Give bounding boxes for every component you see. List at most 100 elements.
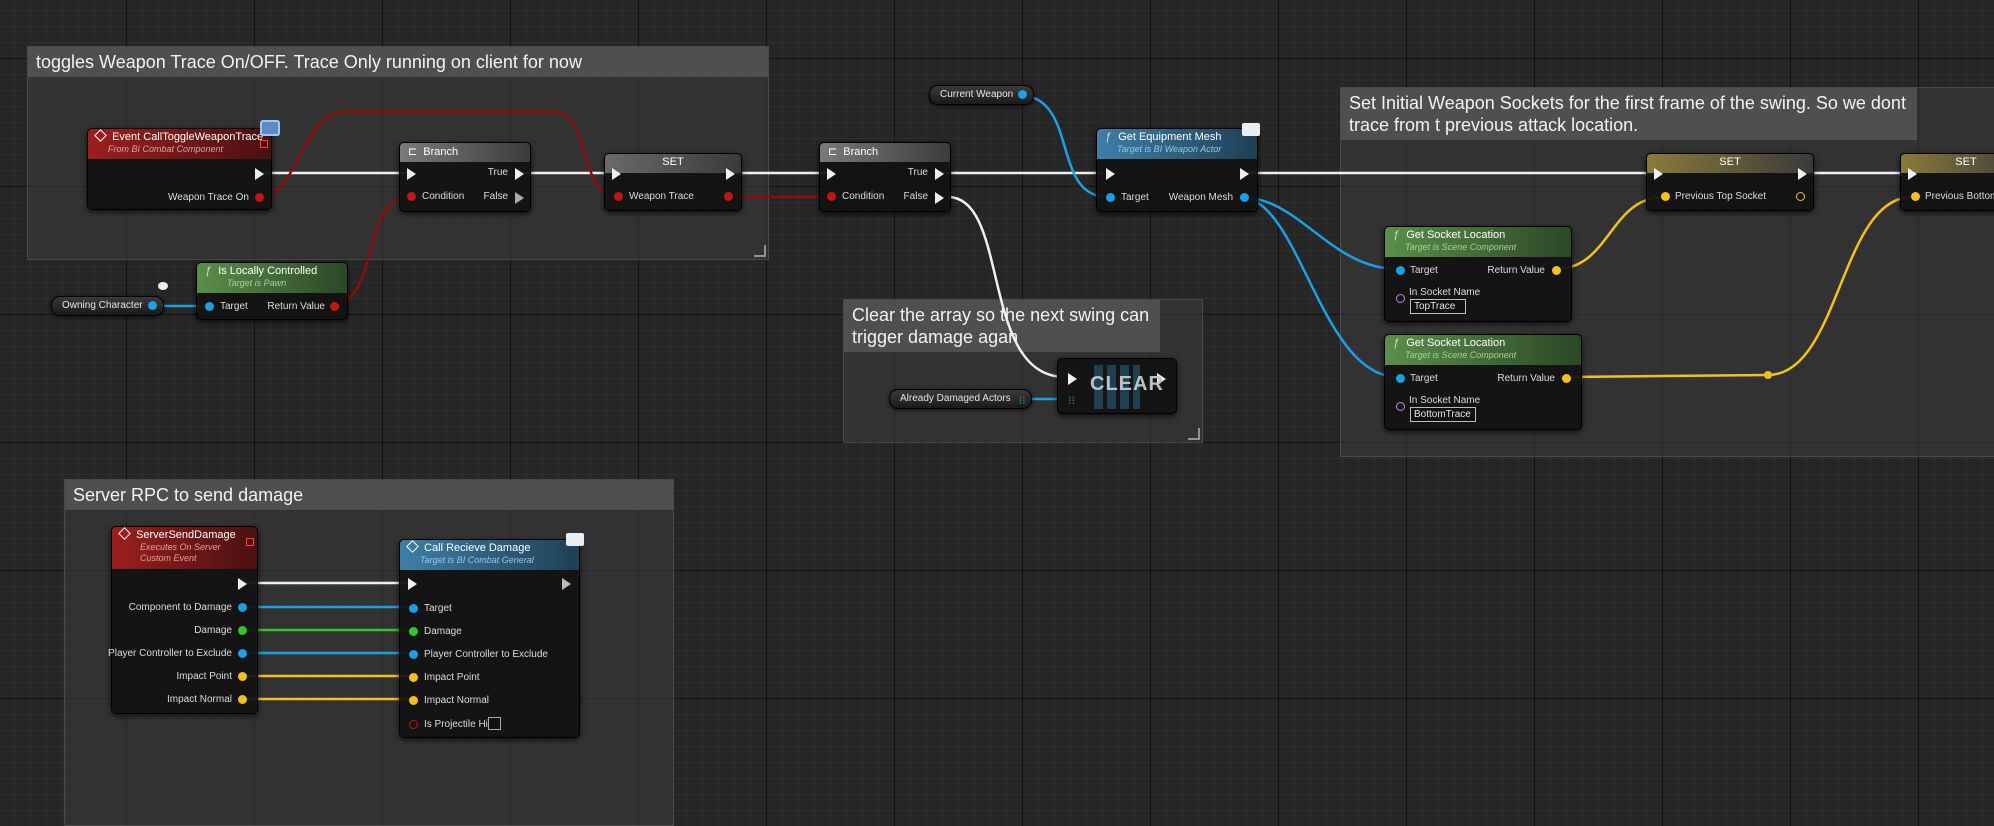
exec-in-pin[interactable] bbox=[408, 578, 417, 590]
node-header: Call Recieve Damage Target is BI Combat … bbox=[400, 540, 579, 570]
bool-in-pin[interactable] bbox=[409, 720, 418, 729]
comment-title: toggles Weapon Trace On/OFF. Trace Only … bbox=[28, 47, 768, 77]
node-title: Is Locally Controlled bbox=[218, 265, 318, 277]
pin-label: Damage bbox=[194, 625, 232, 636]
branch-node-2[interactable]: ⊏ Branch True Condition False bbox=[819, 142, 951, 212]
socket-name-field[interactable]: BottomTrace bbox=[1410, 407, 1476, 422]
node-subtitle: Target is Scene Component bbox=[1405, 350, 1517, 360]
vector-in-pin[interactable] bbox=[409, 673, 418, 682]
exec-in-pin[interactable] bbox=[1908, 168, 1917, 180]
exec-true-pin[interactable] bbox=[515, 168, 524, 180]
is-projectile-hit-checkbox[interactable] bbox=[488, 717, 501, 730]
name-in-pin[interactable] bbox=[1396, 294, 1405, 303]
exec-in-pin[interactable] bbox=[1068, 373, 1077, 385]
vector-in-pin[interactable] bbox=[1911, 192, 1920, 201]
array-in-pin[interactable]: ⁝⁝ bbox=[1068, 395, 1075, 407]
exec-false-pin[interactable] bbox=[515, 192, 524, 204]
comment-clear-array[interactable]: Clear the array so the next swing can tr… bbox=[843, 299, 1203, 443]
bool-out-pin[interactable] bbox=[255, 193, 264, 202]
set-previous-top-socket-node[interactable]: SET Previous Top Socket bbox=[1646, 153, 1814, 211]
bool-out-pin[interactable] bbox=[724, 192, 733, 201]
owning-character-getter[interactable]: Owning Character bbox=[51, 296, 164, 316]
node-header: Event CallToggleWeaponTrace From BI Comb… bbox=[88, 129, 271, 159]
node-title: Call Recieve Damage bbox=[424, 542, 531, 554]
delegate-pin-icon[interactable] bbox=[246, 538, 254, 546]
float-out-pin[interactable] bbox=[238, 626, 247, 635]
bool-in-pin[interactable] bbox=[827, 192, 836, 201]
get-socket-location-top-node[interactable]: ƒ Get Socket Location Target is Scene Co… bbox=[1384, 226, 1572, 322]
object-out-pin[interactable] bbox=[238, 649, 247, 658]
name-in-pin[interactable] bbox=[1396, 402, 1405, 411]
exec-out-pin[interactable] bbox=[255, 168, 264, 180]
object-out-pin[interactable] bbox=[238, 603, 247, 612]
resize-handle[interactable] bbox=[754, 245, 766, 257]
vector-in-pin[interactable] bbox=[409, 696, 418, 705]
pin-label: Impact Point bbox=[424, 672, 480, 683]
pin-label: Weapon Mesh bbox=[1168, 192, 1233, 203]
pin-label: Impact Point bbox=[176, 671, 232, 682]
object-out-pin[interactable] bbox=[1018, 90, 1028, 99]
function-icon: ƒ bbox=[1393, 229, 1400, 241]
get-socket-location-bottom-node[interactable]: ƒ Get Socket Location Target is Scene Co… bbox=[1384, 334, 1582, 430]
is-locally-controlled-node[interactable]: ƒ Is Locally Controlled Target is Pawn T… bbox=[196, 262, 348, 320]
already-damaged-actors-getter[interactable]: Already Damaged Actors ⁝⁝ bbox=[889, 389, 1032, 409]
set-weapon-trace-node[interactable]: SET Weapon Trace bbox=[604, 153, 742, 211]
socket-name-field[interactable]: TopTrace bbox=[1410, 299, 1466, 314]
event-call-toggle-weapon-trace-node[interactable]: Event CallToggleWeaponTrace From BI Comb… bbox=[87, 128, 272, 210]
pin-label: Previous Bottom bbox=[1925, 191, 1994, 202]
node-title: Get Socket Location bbox=[1406, 337, 1506, 349]
exec-true-pin[interactable] bbox=[935, 168, 944, 180]
array-pin-icon[interactable]: ⁝⁝ bbox=[1018, 395, 1026, 407]
float-in-pin[interactable] bbox=[409, 627, 418, 636]
object-in-pin[interactable] bbox=[1396, 266, 1405, 275]
exec-in-pin[interactable] bbox=[1654, 168, 1663, 180]
object-in-pin[interactable] bbox=[205, 302, 214, 311]
resize-handle[interactable] bbox=[1188, 428, 1200, 440]
node-title: SET bbox=[662, 156, 684, 168]
call-recieve-damage-node[interactable]: Call Recieve Damage Target is BI Combat … bbox=[399, 539, 580, 738]
bool-out-pin[interactable] bbox=[330, 302, 339, 311]
exec-false-pin[interactable] bbox=[935, 192, 944, 204]
pin-label: Player Controller to Exclude bbox=[424, 649, 548, 660]
get-equipment-mesh-node[interactable]: ƒ Get Equipment Mesh Target is BI Weapon… bbox=[1096, 128, 1258, 212]
object-in-pin[interactable] bbox=[409, 604, 418, 613]
vector-out-pin[interactable] bbox=[1796, 192, 1805, 201]
comment-title: Clear the array so the next swing can tr… bbox=[844, 300, 1160, 352]
exec-in-pin[interactable] bbox=[407, 168, 416, 180]
exec-out-pin[interactable] bbox=[726, 168, 735, 180]
exec-in-pin[interactable] bbox=[827, 168, 836, 180]
exec-out-pin[interactable] bbox=[1157, 373, 1166, 385]
server-send-damage-node[interactable]: ServerSendDamage Executes On Server Cust… bbox=[108, 526, 258, 714]
object-in-pin[interactable] bbox=[409, 650, 418, 659]
pin-label: Weapon Trace bbox=[629, 191, 694, 202]
vector-out-pin[interactable] bbox=[1562, 374, 1571, 383]
bool-in-pin[interactable] bbox=[407, 192, 416, 201]
exec-out-pin[interactable] bbox=[1798, 168, 1807, 180]
exec-in-pin[interactable] bbox=[612, 168, 621, 180]
clear-array-node[interactable]: ⁝⁝ CLEAR bbox=[1057, 358, 1177, 414]
object-out-pin[interactable] bbox=[147, 301, 157, 310]
object-in-pin[interactable] bbox=[1106, 193, 1115, 202]
current-weapon-getter[interactable]: Current Weapon bbox=[929, 85, 1035, 105]
exec-out-pin[interactable] bbox=[1240, 168, 1249, 180]
pin-label: Damage bbox=[424, 626, 462, 637]
client-icon bbox=[260, 120, 280, 136]
bool-in-pin[interactable] bbox=[614, 192, 623, 201]
event-diamond-icon bbox=[118, 527, 131, 540]
object-in-pin[interactable] bbox=[1396, 374, 1405, 383]
exec-out-pin[interactable] bbox=[238, 578, 247, 590]
node-subtitle: Target is BI Combat General bbox=[420, 555, 534, 565]
exec-out-pin[interactable] bbox=[562, 578, 571, 590]
exec-in-pin[interactable] bbox=[1106, 168, 1115, 180]
vector-in-pin[interactable] bbox=[1661, 192, 1670, 201]
vector-out-pin[interactable] bbox=[238, 695, 247, 704]
message-icon bbox=[1242, 123, 1260, 136]
object-out-pin[interactable] bbox=[1240, 193, 1249, 202]
branch-node-1[interactable]: ⊏ Branch True Condition False bbox=[399, 142, 531, 212]
set-previous-bottom-socket-node[interactable]: SET Previous Bottom bbox=[1900, 153, 1994, 211]
node-title: SET bbox=[1719, 156, 1741, 168]
vector-out-pin[interactable] bbox=[1552, 266, 1561, 275]
delegate-pin-icon[interactable] bbox=[260, 140, 268, 148]
vector-out-pin[interactable] bbox=[238, 672, 247, 681]
